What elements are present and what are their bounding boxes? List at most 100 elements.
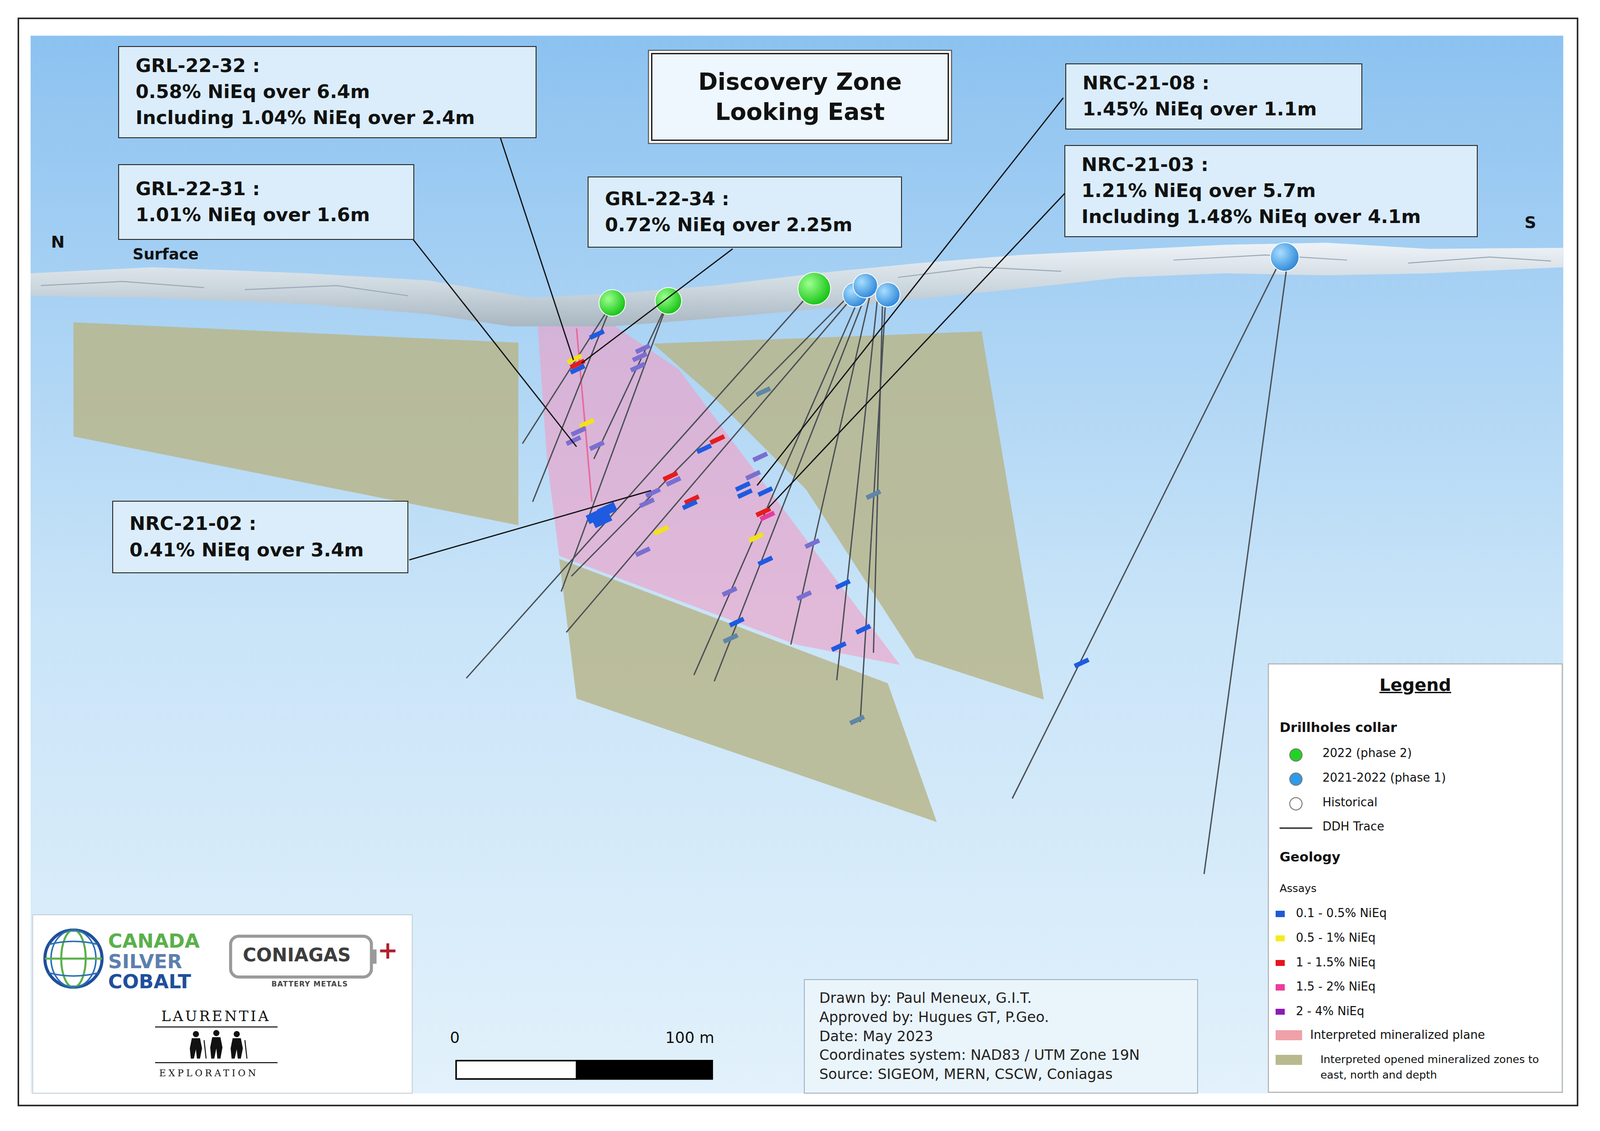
collars	[599, 242, 1299, 317]
callout-text: Date: May 2023	[819, 1027, 1184, 1047]
legend-dot	[1289, 797, 1303, 811]
callout-box: NRC-21-08 :1.45% NiEq over 1.1m	[1065, 63, 1363, 130]
mineralized-plane	[537, 324, 901, 666]
callout-box: GRL-22-32 :0.58% NiEq over 6.4mIncluding…	[118, 46, 537, 139]
frame	[18, 18, 1578, 1106]
legend-swatch	[1275, 935, 1285, 942]
assay-mark	[849, 714, 866, 726]
hole-id: GRL-22-32 :	[135, 52, 520, 79]
map-label: EXPLORATION	[159, 1068, 259, 1079]
callout-text: 1.01% NiEq over 1.6m	[135, 202, 397, 229]
assay-mark	[755, 386, 772, 397]
legend-text: 2021-2022 (phase 1)	[1322, 771, 1447, 786]
assay-mark	[682, 499, 699, 511]
open-zone	[73, 322, 519, 526]
assay-mark	[635, 546, 652, 558]
hole-id: NRC-21-02 :	[129, 510, 391, 537]
laurentia-logo	[155, 1027, 278, 1064]
map-label: CONIAGAS	[242, 944, 351, 966]
assay-mark	[631, 351, 648, 363]
title-box: Discovery Zone Looking East	[651, 52, 949, 141]
map-label: S	[1524, 213, 1537, 232]
map-label: CANADA	[108, 930, 200, 954]
assay-mark	[645, 487, 662, 498]
map-label: COBALT	[108, 971, 192, 994]
callout-box: GRL-22-31 :1.01% NiEq over 1.6m	[118, 164, 415, 240]
assay-mark	[830, 641, 847, 652]
assay-mark	[570, 426, 587, 437]
legend-text: 1.5 - 2% NiEq	[1295, 980, 1376, 995]
assay-mark	[1073, 657, 1090, 669]
assay-mark	[569, 364, 586, 375]
map-label: +	[377, 936, 399, 965]
sky-ground	[30, 35, 1564, 1094]
callout-text: 1.21% NiEq over 5.7m	[1081, 177, 1461, 204]
callout-box: NRC-21-03 :1.21% NiEq over 5.7mIncluding…	[1064, 145, 1478, 238]
map-label: N	[51, 232, 65, 252]
map-label: Surface	[132, 245, 199, 264]
assay-marks	[565, 329, 1090, 726]
callout-text: 0.41% NiEq over 3.4m	[129, 537, 391, 564]
assay-mark	[722, 633, 739, 644]
legend-text: 2022 (phase 2)	[1322, 746, 1413, 761]
callout-text: 1.45% NiEq over 1.1m	[1082, 96, 1345, 123]
legend-swatch	[1275, 984, 1285, 991]
map-label: Assays	[1279, 882, 1317, 896]
assay-mark	[757, 486, 774, 497]
globe-logo	[44, 930, 102, 988]
logo-panel	[32, 915, 413, 1094]
assay-mark	[757, 555, 774, 567]
assay-mark	[745, 469, 761, 481]
battery-nub	[371, 949, 377, 965]
hole-id: NRC-21-08 :	[1082, 70, 1345, 97]
map-label: BATTERY METALS	[271, 980, 349, 989]
callout-text: Approved by: Hugues GT, P.Geo.	[819, 1008, 1184, 1028]
scale-bar	[456, 1061, 577, 1080]
assay-mark	[565, 435, 582, 446]
hole-id: GRL-22-31 :	[135, 176, 397, 203]
legend-text: Interpreted opened mineralized zones to …	[1320, 1052, 1554, 1084]
assay-mark	[796, 590, 813, 601]
legend-swatch	[1275, 911, 1285, 918]
assay-mark	[585, 508, 607, 525]
callout-box: GRL-22-34 :0.72% NiEq over 2.25m	[587, 176, 902, 249]
assay-mark	[721, 586, 738, 597]
legend-swatch	[1275, 1009, 1285, 1016]
surface-relief	[40, 255, 1551, 296]
assay-mark	[759, 510, 776, 522]
assay-mark	[834, 579, 851, 590]
map-label: SILVER	[108, 951, 183, 974]
assay-mark	[665, 476, 682, 487]
legend-text: Interpreted mineralized plane	[1310, 1028, 1486, 1043]
map-label: Geology	[1279, 849, 1341, 866]
callout-text: Drawn by: Paul Meneux, G.I.T.	[819, 989, 1184, 1009]
assay-mark	[865, 489, 882, 501]
surface	[30, 242, 1564, 327]
hole-id: GRL-22-34 :	[604, 186, 885, 213]
assay-mark	[588, 329, 605, 340]
legend-text: 0.5 - 1% NiEq	[1295, 931, 1376, 946]
hole-id: NRC-21-03 :	[1081, 151, 1461, 178]
legend-swatch	[1275, 1030, 1303, 1041]
credits-box: Drawn by: Paul Meneux, G.I.T.Approved by…	[803, 979, 1198, 1095]
assay-mark	[752, 451, 769, 463]
scale-bar	[576, 1061, 713, 1080]
callout-text: Source: SIGEOM, MERN, CSCW, Coniagas	[819, 1065, 1184, 1085]
legend-text: 2 - 4% NiEq	[1295, 1005, 1365, 1019]
callout-text: Including 1.48% NiEq over 4.1m	[1081, 203, 1461, 230]
assay-mark	[748, 532, 765, 543]
legend-text: 0.1 - 0.5% NiEq	[1295, 906, 1387, 921]
legend-dot	[1289, 748, 1303, 762]
assay-mark	[635, 343, 652, 355]
legend-text: Historical	[1322, 796, 1378, 810]
map-label: LAURENTIA	[161, 1008, 271, 1025]
legend-panel	[1268, 664, 1563, 1093]
map-label: 100 m	[665, 1029, 715, 1048]
drill-traces	[466, 260, 1288, 875]
callout-text: 0.58% NiEq over 6.4m	[135, 78, 520, 105]
title-text: Discovery Zone Looking East	[662, 66, 939, 128]
callout-text: Including 1.04% NiEq over 2.4m	[135, 104, 520, 131]
assay-mark	[653, 525, 670, 536]
assay-mark	[729, 616, 746, 628]
leader-lines	[409, 98, 1067, 561]
